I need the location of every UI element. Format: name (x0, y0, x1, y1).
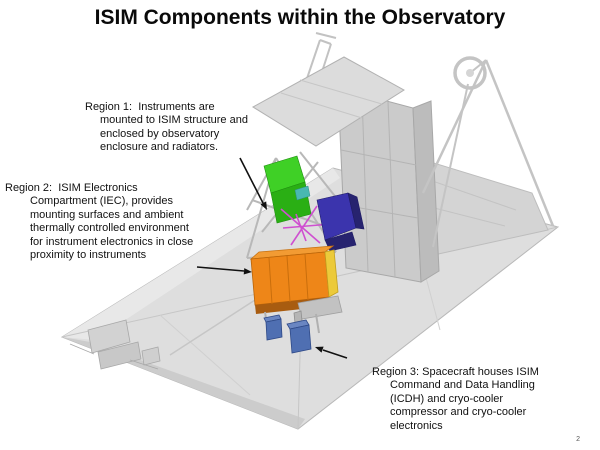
annotation-arrows (196, 157, 348, 359)
region3-arrow (322, 349, 348, 359)
region1-annotation: Region 1: Instruments are mounted to ISI… (85, 101, 248, 154)
region2-annotation: Region 2: ISIM Electronics Compartment (… (5, 182, 194, 262)
telescope-structure (169, 32, 440, 356)
region1-arrow (239, 157, 264, 204)
region2-arrowhead (243, 268, 252, 275)
aft-machinery (264, 295, 343, 334)
page-number: 2 (576, 436, 580, 443)
radiator-panel (252, 56, 405, 147)
region3-arrowhead (315, 346, 324, 353)
spacecraft-boxes (263, 310, 312, 354)
instrument-teal (294, 185, 311, 201)
spacecraft-bus-panels (69, 319, 161, 370)
support-struts (421, 56, 555, 248)
region3-annotation: Region 3: Spacecraft houses ISIM Command… (372, 366, 539, 432)
region1-arrowhead (260, 201, 267, 210)
strut-ring (453, 56, 487, 90)
slide-title: ISIM Components within the Observatory (94, 6, 506, 29)
region2-arrow (196, 266, 245, 272)
